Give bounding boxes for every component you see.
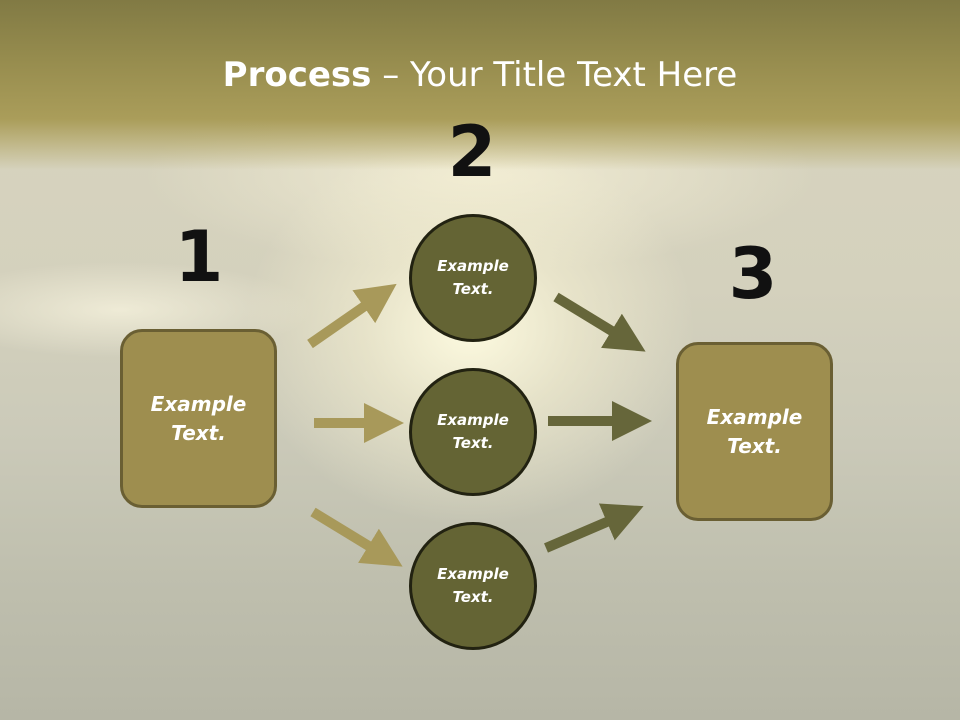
circle-middle: Example Text. xyxy=(409,368,537,496)
circle-middle-line2: Text. xyxy=(452,434,494,452)
step-number-2: 2 xyxy=(447,111,497,193)
arrow-right-up-icon xyxy=(544,503,644,553)
left-box: Example Text. xyxy=(120,329,277,508)
circle-top: Example Text. xyxy=(409,214,537,342)
slide-title: Process – Your Title Text Here xyxy=(0,52,960,98)
circle-bottom-line1: Example xyxy=(437,565,509,583)
title-band xyxy=(0,0,960,170)
step-number-1: 1 xyxy=(174,216,224,298)
title-rest: Your Title Text Here xyxy=(410,55,738,95)
circle-bottom: Example Text. xyxy=(409,522,537,650)
step-number-3: 3 xyxy=(728,233,778,315)
circle-top-line2: Text. xyxy=(452,280,494,298)
right-box-line2: Text. xyxy=(727,433,782,458)
right-box-line1: Example xyxy=(706,404,803,429)
left-box-line1: Example xyxy=(150,391,247,416)
left-box-line2: Text. xyxy=(171,420,226,445)
right-box: Example Text. xyxy=(676,342,833,521)
title-separator: – xyxy=(371,55,411,95)
arrow-left-up-icon xyxy=(307,283,397,349)
title-bold: Process xyxy=(222,55,372,95)
arrow-left-down-icon xyxy=(310,507,403,567)
arrow-right-down-icon xyxy=(553,292,646,352)
circle-bottom-line2: Text. xyxy=(452,588,494,606)
circle-top-line1: Example xyxy=(437,257,509,275)
circle-middle-line1: Example xyxy=(437,411,509,429)
